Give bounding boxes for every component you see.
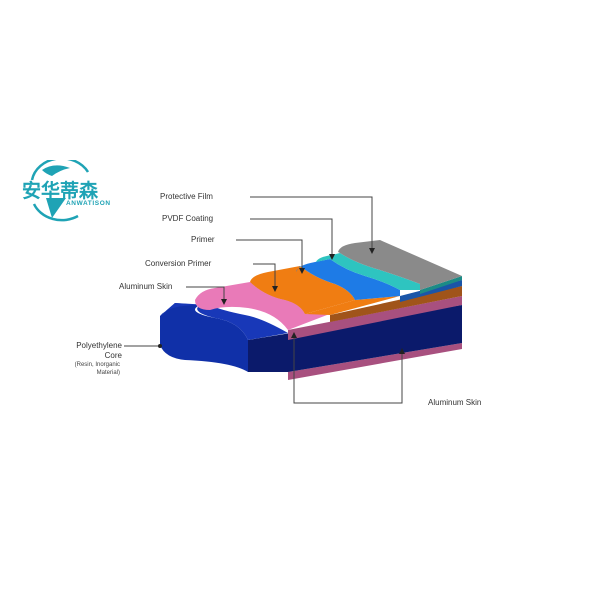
- label-primer: Primer: [191, 235, 215, 244]
- core-note-line1: (Resin, Inorganic: [74, 362, 120, 368]
- label-aluminum-skin-bottom: Aluminum Skin: [428, 398, 482, 407]
- core-note-line2: Material): [96, 370, 120, 376]
- conversion-edge: [330, 286, 462, 322]
- primer-layer: [296, 259, 400, 300]
- label-protective-film: Protective Film: [160, 192, 213, 201]
- anwatison-logo: 安华蒂森 ANWATISON: [18, 157, 128, 222]
- protective-film-layer: [338, 240, 462, 290]
- label-conversion-primer: Conversion Primer: [145, 259, 212, 268]
- label-core-note: (Resin, Inorganic Material): [66, 361, 120, 377]
- core-line1: Polyethylene: [76, 341, 122, 350]
- logo-english-text: ANWATISON: [66, 200, 111, 207]
- orange-tail: [305, 296, 400, 315]
- leader-lines: [124, 196, 403, 404]
- label-aluminum-skin-top: Aluminum Skin: [119, 282, 173, 291]
- logo-chinese-text: 安华蒂森: [22, 180, 99, 202]
- arrowheads: [158, 248, 405, 354]
- label-pvdf-coating: PVDF Coating: [162, 214, 214, 223]
- primer-edge: [400, 280, 462, 302]
- conversion-primer-layer: [250, 266, 355, 314]
- pvdf-edge: [420, 276, 462, 294]
- pvdf-coating-layer: [316, 253, 420, 290]
- core-line2: Core: [104, 351, 122, 360]
- polyethylene-core-layer: [160, 303, 462, 372]
- top-skin-edge: [288, 296, 462, 340]
- top-aluminum-skin-layer: [195, 282, 340, 330]
- label-core-title: Polyethylene Core: [76, 341, 122, 361]
